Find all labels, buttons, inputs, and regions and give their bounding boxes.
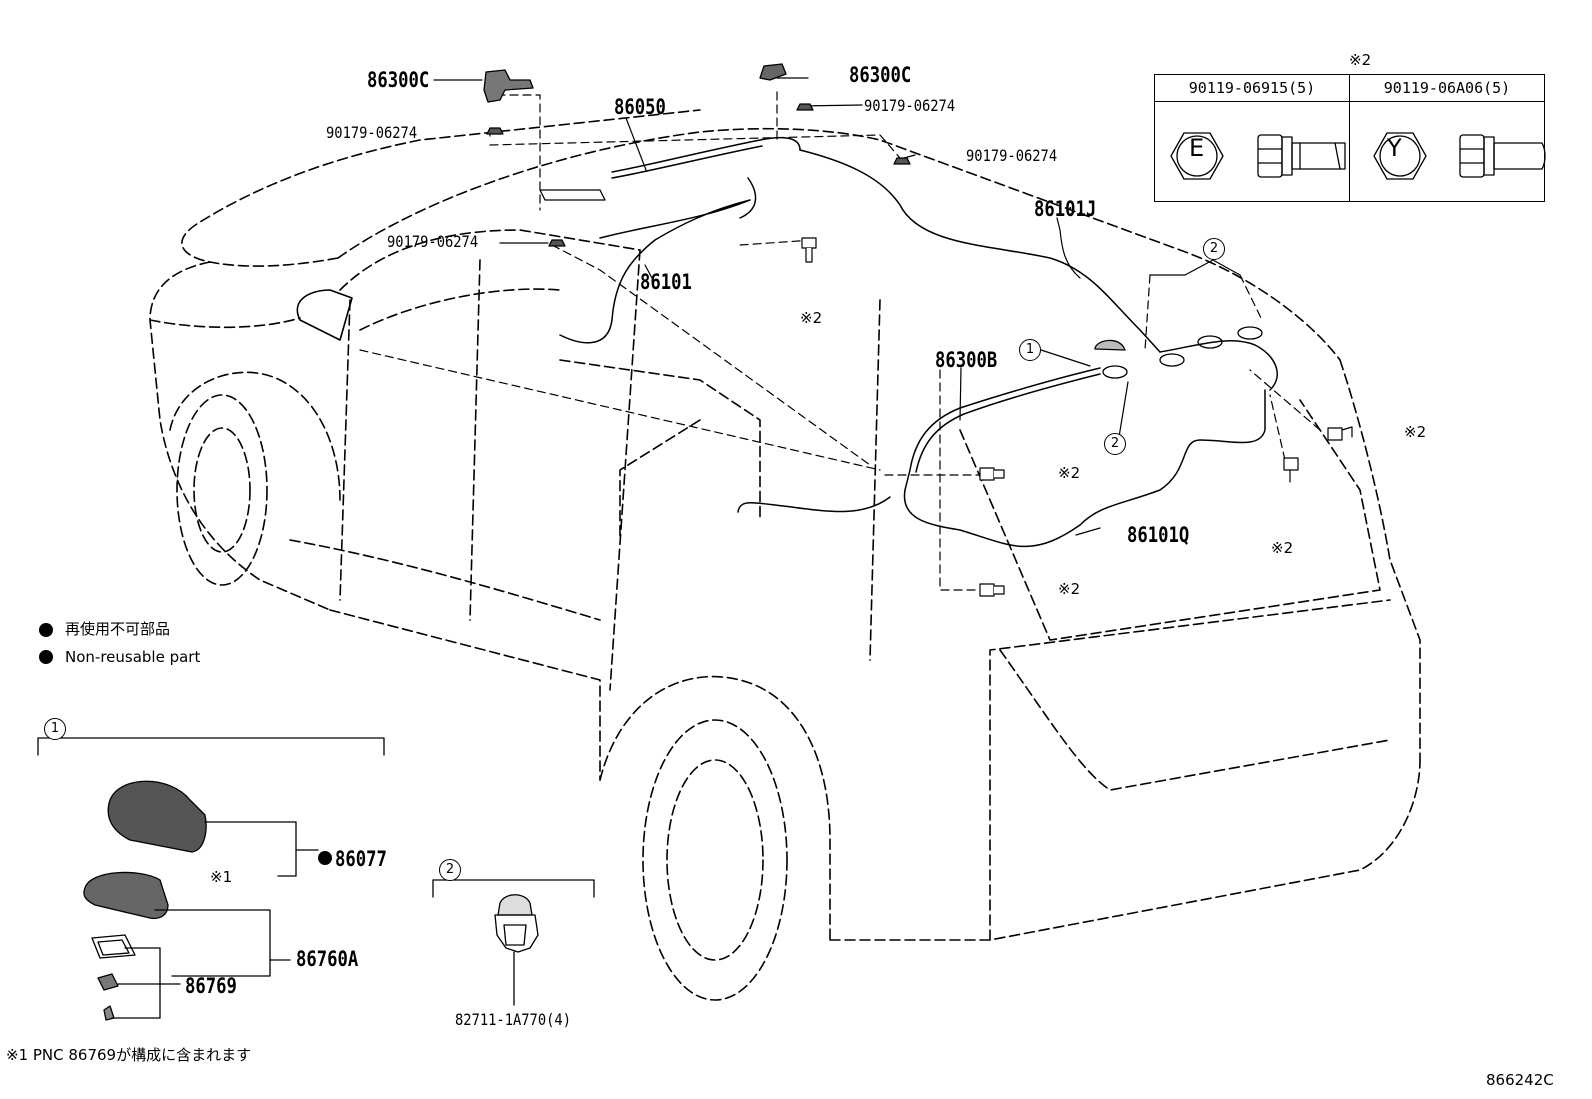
leader-lines — [359, 91, 1321, 591]
label-86300C-left: 86300C — [367, 68, 430, 92]
label-86769: 86769 — [185, 974, 237, 998]
vehicle-outline — [149, 109, 1421, 941]
inset-2-frame — [432, 879, 595, 1006]
bolts — [801, 237, 1353, 597]
ref-mark-bolt-b: ※2 — [1058, 464, 1081, 482]
label-clip-4: 90179-06274 — [387, 232, 479, 251]
label-82711: 82711-1A770(4) — [455, 1010, 571, 1029]
ref-mark-bolt-a: ※2 — [800, 309, 823, 327]
callout-2-inset: 2 — [439, 859, 461, 881]
legend-dots — [39, 623, 332, 865]
ref-mark-table: ※2 — [1349, 51, 1372, 69]
ref-mark-bolt-c: ※2 — [1058, 580, 1081, 598]
label-86101Q: 86101Q — [1127, 523, 1190, 547]
bolt-e-head-letter: E — [1189, 134, 1205, 162]
label-86101: 86101 — [640, 270, 692, 294]
bolt-y-head-letter: Y — [1387, 134, 1402, 162]
label-86101J: 86101J — [1034, 197, 1097, 221]
callout-1-main: 1 — [1019, 339, 1041, 361]
label-86077: 86077 — [335, 847, 387, 871]
fastener-col2-partno: 90119-06A06(5) — [1349, 74, 1545, 102]
fastener-table: 90119-06915(5) 90119-06A06(5) E Y — [1154, 74, 1545, 202]
diagram-code: 866242C — [1486, 1071, 1554, 1089]
label-86300C-right: 86300C — [849, 63, 912, 87]
callout-2-main-a: 2 — [1203, 238, 1225, 260]
ref-mark-note-1: ※1 — [210, 868, 233, 886]
legend-non-reusable-jp: 再使用不可部品 — [65, 620, 171, 638]
legend-non-reusable-en: Non-reusable part — [65, 648, 201, 666]
top-brackets — [483, 63, 911, 247]
fastener-col1-partno: 90119-06915(5) — [1154, 74, 1350, 102]
fastener-col1-image: E — [1154, 101, 1350, 202]
label-clip-3: 90179-06274 — [966, 146, 1058, 165]
label-86300B: 86300B — [935, 348, 998, 372]
fastener-col2-image: Y — [1349, 101, 1545, 202]
label-clip-1: 90179-06274 — [326, 123, 418, 142]
callout-1-inset: 1 — [44, 718, 66, 740]
label-leaders — [433, 77, 1241, 536]
inset-1-frame — [37, 737, 385, 1021]
ref-mark-bolt-e: ※2 — [1271, 539, 1294, 557]
label-86050: 86050 — [614, 95, 666, 119]
label-clip-2: 90179-06274 — [864, 96, 956, 115]
ref-mark-bolt-d: ※2 — [1404, 423, 1427, 441]
callout-2-main-b: 2 — [1104, 433, 1126, 455]
label-86760A: 86760A — [296, 947, 359, 971]
antenna-cables — [559, 136, 1278, 548]
wheels — [176, 394, 788, 1001]
cable-clips — [1094, 326, 1263, 379]
footnote: ※1 PNC 86769が構成に含まれます — [6, 1046, 252, 1064]
